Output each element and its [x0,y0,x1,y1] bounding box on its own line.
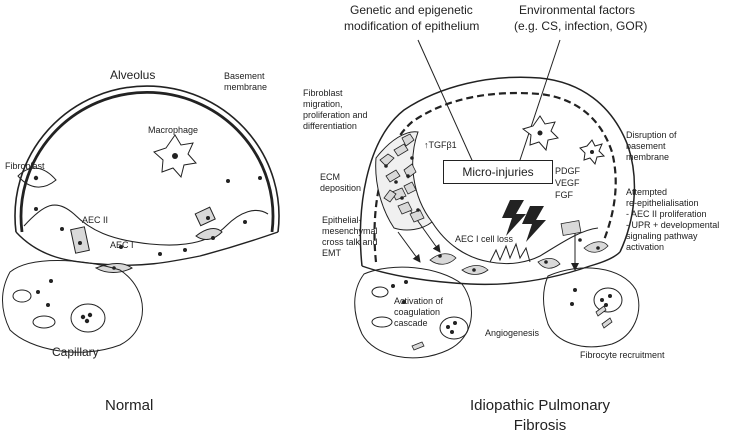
label-reepi-4: - UPR + developmental [626,220,720,230]
label-disruption-3: membrane [626,152,670,162]
capillary-cell-right [195,228,223,240]
ipf-aec1-lesion [489,242,531,263]
title-ipf-2: Fibrosis [513,417,567,434]
ipf-capillary-right [543,267,640,348]
label-angiogenesis: Angiogenesis [485,328,540,338]
ipf-basement-membrane [373,91,617,263]
label-fibroblast: Fibroblast [5,161,45,171]
label-ecm-2: deposition [320,183,362,193]
label-capillary: Capillary [52,345,99,359]
label-reepi-5: signaling pathway [626,231,698,241]
ipf-nuclei [384,156,612,334]
label-reepi-1: Attempted [626,187,668,197]
label-coag-3: cascade [394,318,428,328]
label-coag-1: Activation of [394,296,444,306]
label-alveolus: Alveolus [110,68,156,82]
label-aec1-loss: AEC I cell loss [455,234,514,244]
ipf-capillary-left [354,266,472,359]
aec2-cell-right [194,206,216,227]
label-environmental-1: Environmental factors [519,3,636,17]
label-pdgf: PDGF [555,166,581,176]
label-fibro-mig-4: differentiation [303,121,357,131]
label-macrophage: Macrophage [148,125,199,135]
title-normal: Normal [105,397,154,414]
aec2-cell [70,226,90,254]
normal-capillary [2,260,143,353]
label-emt-3: cross talk and [322,237,378,247]
label-reepi-2: re-epithelialisation [626,198,699,208]
arrow-genetic [417,39,481,179]
label-emt-4: EMT [322,248,341,258]
label-disruption-2: basement [626,141,666,151]
label-basement: Basement [224,71,265,81]
label-fgf: FGF [555,190,573,200]
normal-epithelium-lining [15,231,279,266]
label-reepi-3: - AEC II proliferation [626,209,707,219]
ipf-lightning-1 [502,200,526,236]
label-aec2: AEC II [82,215,109,225]
label-fibro-mig-2: migration, [303,99,343,109]
label-aec1: AEC I [110,240,134,250]
label-disruption-1: Disruption of [626,130,677,140]
label-ecm-1: ECM [320,172,340,182]
ipf-fibroblast-cluster [379,133,425,223]
label-fibrocyte: Fibrocyte recruitment [580,350,665,360]
label-emt-2: mesenchymal [322,226,378,236]
label-genetic-2: modification of epithelium [344,19,480,33]
ipf-inner-lining [431,221,599,265]
normal-basement-membrane [19,91,275,233]
label-coag-2: coagulation [394,307,441,317]
ipf-epithelium [361,251,621,286]
normal-inner-lining [23,204,269,246]
label-environmental-2: (e.g. CS, infection, GOR) [514,19,648,33]
label-emt-1: Epithelial- [322,215,362,225]
label-fibro-mig-3: proliferation and [303,110,368,120]
normal-alveolus [14,85,280,273]
ipf-alveolus-wall [359,76,636,267]
label-fibro-mig-1: Fibroblast [303,88,343,98]
normal-capillary-cells [36,279,93,324]
title-ipf-1: Idiopathic Pulmonary [469,397,611,414]
label-reepi-6: activation [626,242,665,252]
macrophage-nucleus [172,153,178,159]
label-genetic-1: Genetic and epigenetic [350,3,473,17]
ipf-flat-cells [411,220,613,351]
ipf-lightning-2 [522,206,546,242]
label-tgf: ↑TGFβ1 [424,140,457,150]
normal-nuclei [33,175,262,270]
micro-injuries-box: Micro-injuries [443,160,553,184]
label-membrane: membrane [224,82,268,92]
fibroblast-cell [17,167,57,188]
label-vegf: VEGF [555,178,580,188]
normal-alveolus-wall [14,85,280,233]
arrow-environmental [512,39,561,179]
